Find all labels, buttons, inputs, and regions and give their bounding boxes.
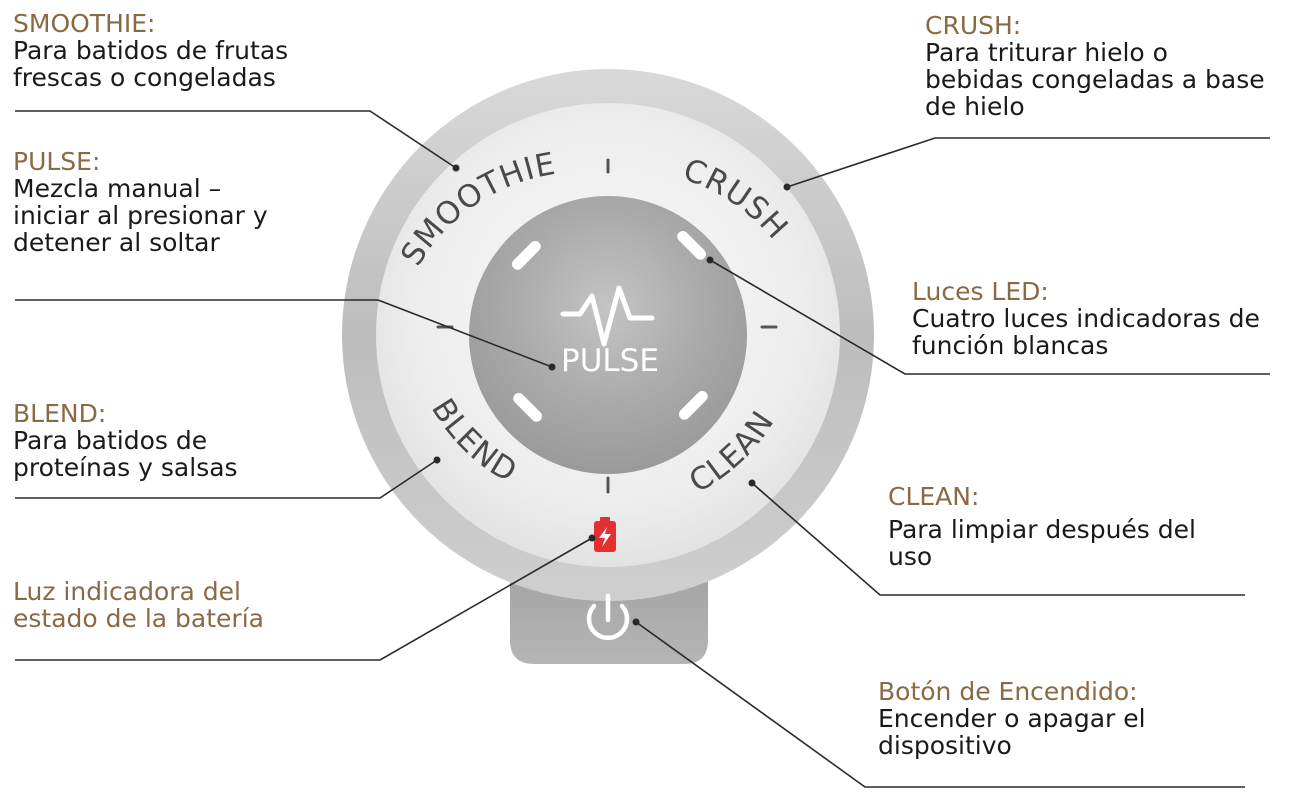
leader-pulse xyxy=(15,299,553,368)
leader-dot xyxy=(748,479,756,487)
battery-bolt-icon xyxy=(594,517,616,552)
callout-title: BLEND: xyxy=(13,399,107,428)
leader-dot xyxy=(588,534,596,542)
leader-dot xyxy=(706,256,714,264)
led-light xyxy=(513,393,542,422)
leader-crush xyxy=(786,137,1270,188)
leader-led xyxy=(709,259,1270,375)
leader-dots xyxy=(433,164,791,626)
callout-title: CRUSH: xyxy=(925,11,1022,40)
led-lights xyxy=(512,231,708,422)
callout-power: Botón de Encendido: Encender o apagar el… xyxy=(878,678,1146,759)
leader-blend xyxy=(15,459,438,499)
leader-dot xyxy=(548,363,556,371)
leader-clean xyxy=(751,482,1245,596)
leader-dot xyxy=(632,618,640,626)
callout-pulse: PULSE: Mezcla manual –iniciar al presion… xyxy=(13,148,268,256)
leader-lines xyxy=(15,110,1270,788)
callout-title: CLEAN: xyxy=(888,482,980,511)
power-icon[interactable] xyxy=(586,593,630,641)
leader-battery xyxy=(15,537,593,661)
led-light xyxy=(512,241,541,270)
leader-dot xyxy=(433,456,441,464)
callout-title: SMOOTHIE: xyxy=(13,9,156,38)
leader-power xyxy=(635,621,1245,788)
heartbeat-wave-icon xyxy=(560,285,655,347)
pulse-label: PULSE xyxy=(561,343,659,379)
led-light xyxy=(677,231,706,260)
callout-title: Luces LED: xyxy=(912,277,1049,306)
led-light xyxy=(679,391,708,420)
callout-title: Botón de Encendido: xyxy=(878,677,1138,706)
leader-dot xyxy=(452,164,460,172)
leader-dot xyxy=(783,183,791,191)
leader-smoothie xyxy=(15,110,457,169)
callout-title: PULSE: xyxy=(13,147,101,176)
